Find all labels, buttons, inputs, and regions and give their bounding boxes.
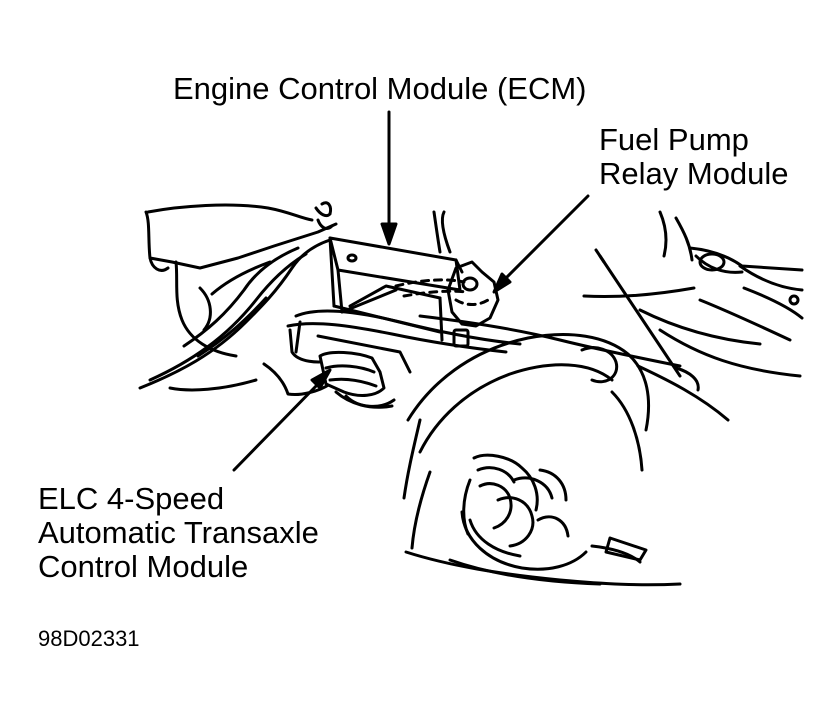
elc-module-label-line-2: Automatic Transaxle [38, 515, 319, 550]
fuel-pump-relay-label: Fuel Pump Relay Module [599, 123, 789, 191]
leader-lines [232, 110, 590, 472]
elc-module-label: ELC 4-Speed Automatic Transaxle Control … [38, 482, 319, 584]
ecm-label: Engine Control Module (ECM) [173, 71, 587, 106]
fuel-relay-leader-line [498, 194, 590, 286]
elc-module-label-line-1: ELC 4-Speed [38, 481, 225, 516]
elc-control-module [318, 350, 396, 409]
fuel-relay-arrowhead [492, 272, 512, 294]
elc-module-label-line-3: Control Module [38, 549, 249, 584]
upper-right-components [582, 210, 804, 392]
wiring-harness [138, 238, 332, 396]
lower-assembly [460, 453, 648, 571]
elc-arrowhead [310, 368, 332, 390]
fuel-pump-relay-label-line-2: Relay Module [599, 156, 789, 191]
fuel-pump-relay-label-line-1: Fuel Pump [599, 122, 749, 157]
strut-tower-housing [402, 314, 730, 587]
elc-leader-line [232, 380, 322, 472]
cowl-structure [144, 201, 338, 358]
ecm-arrowhead [380, 222, 398, 246]
figure-id: 98D02331 [38, 626, 140, 651]
